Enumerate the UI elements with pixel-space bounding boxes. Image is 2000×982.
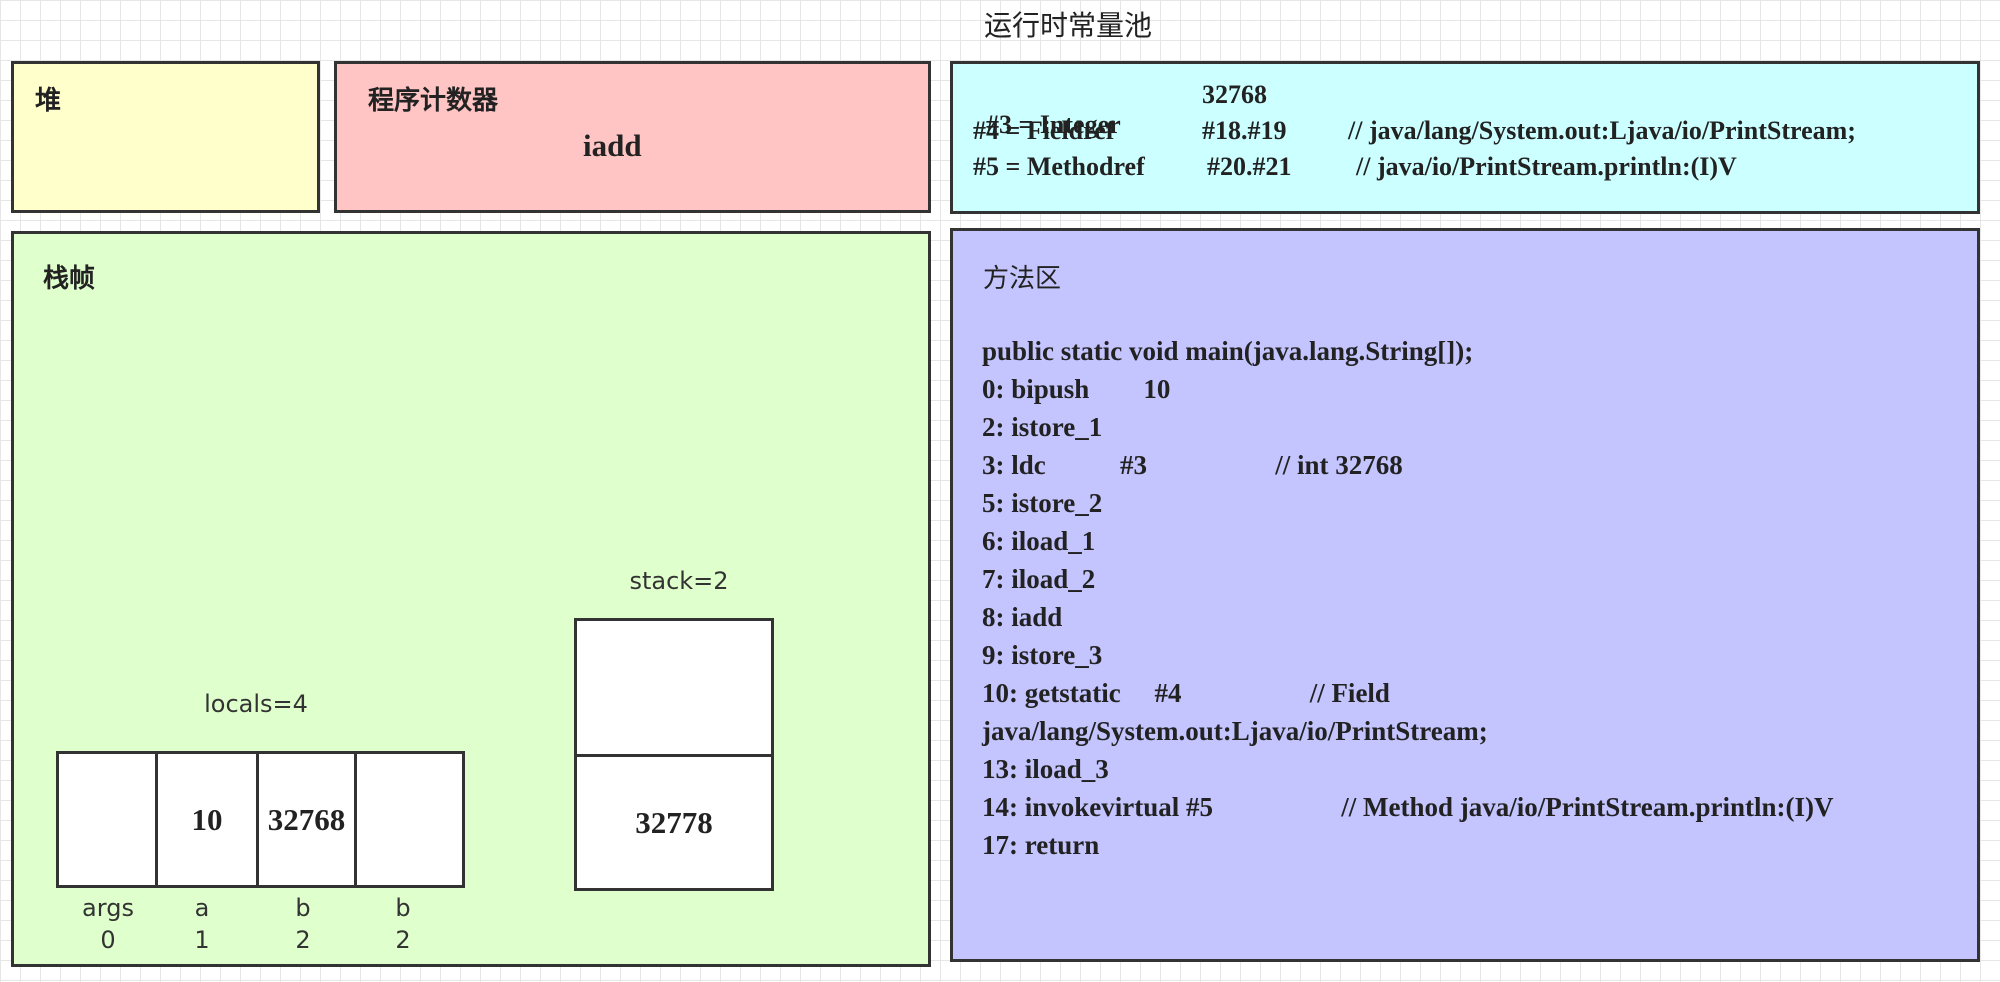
local-slot-0 [56, 751, 158, 888]
code-line: 10: getstatic #4 // Field [982, 678, 1390, 708]
code-line: public static void main(java.lang.String… [982, 336, 1474, 366]
local-name: b [395, 894, 411, 922]
local-index: 1 [194, 926, 210, 954]
code-line: 3: ldc #3 // int 32768 [982, 450, 1403, 480]
local-name: args [82, 894, 134, 922]
local-index: 2 [295, 926, 311, 954]
stack-label: stack=2 [629, 567, 729, 595]
code-line: 6: iload_1 [982, 526, 1096, 556]
code-line: 7: iload_2 [982, 564, 1096, 594]
stack-frame-title: 栈帧 [43, 264, 96, 294]
heap-title: 堆 [35, 86, 62, 116]
constant-pool-entry: #4 = Fieldref [973, 116, 1115, 145]
code-line: 13: iload_3 [982, 754, 1109, 784]
local-slot-3 [354, 751, 465, 888]
code-line: 17: return [982, 830, 1100, 860]
operand-stack-slot-0 [574, 618, 774, 757]
constant-pool-entry-comment: // java/lang/System.out:Ljava/io/PrintSt… [1348, 116, 1856, 145]
code-line: 14: invokevirtual #5 // Method java/io/P… [982, 792, 1834, 822]
constant-pool-entry-value: #20.#21 [1207, 152, 1292, 181]
constant-pool-entry: #5 = Methodref [973, 152, 1145, 181]
local-slot-value: 10 [191, 801, 223, 837]
constant-pool-entry-comment: // java/io/PrintStream.println:(I)V [1356, 152, 1737, 181]
operand-stack-value: 32778 [635, 804, 713, 840]
locals-label: locals=4 [204, 690, 308, 718]
pc-register-value: iadd [583, 128, 642, 163]
constant-pool-entry-value: 32768 [1202, 80, 1267, 109]
local-slot-1: 10 [155, 751, 259, 888]
page-title: 运行时常量池 [984, 9, 1153, 42]
local-slot-value: 32768 [267, 801, 346, 837]
code-line: 2: istore_1 [982, 412, 1103, 442]
pc-register-panel: 程序计数器 iadd [334, 61, 931, 213]
code-line: 0: bipush 10 [982, 374, 1171, 404]
local-slot-2: 32768 [256, 751, 357, 888]
heap-panel: 堆 [11, 61, 320, 213]
code-line: java/lang/System.out:Ljava/io/PrintStrea… [982, 716, 1488, 746]
pc-register-title: 程序计数器 [368, 86, 499, 116]
constant-pool-entry-value: #18.#19 [1202, 116, 1287, 145]
constant-pool-entry: #3 = Integer [973, 80, 1121, 140]
method-area-title: 方法区 [983, 264, 1062, 294]
code-line: 9: istore_3 [982, 640, 1103, 670]
code-line: 5: istore_2 [982, 488, 1103, 518]
local-index: 0 [100, 926, 116, 954]
local-name: b [295, 894, 311, 922]
local-name: a [194, 894, 210, 922]
operand-stack-slot-1: 32778 [574, 754, 774, 891]
code-line: 8: iadd [982, 602, 1063, 632]
local-index: 2 [395, 926, 411, 954]
constant-pool-panel [950, 61, 1980, 214]
cp-entry-id: #3 = Integer [986, 110, 1121, 139]
method-area-panel: 方法区 [950, 228, 1980, 962]
